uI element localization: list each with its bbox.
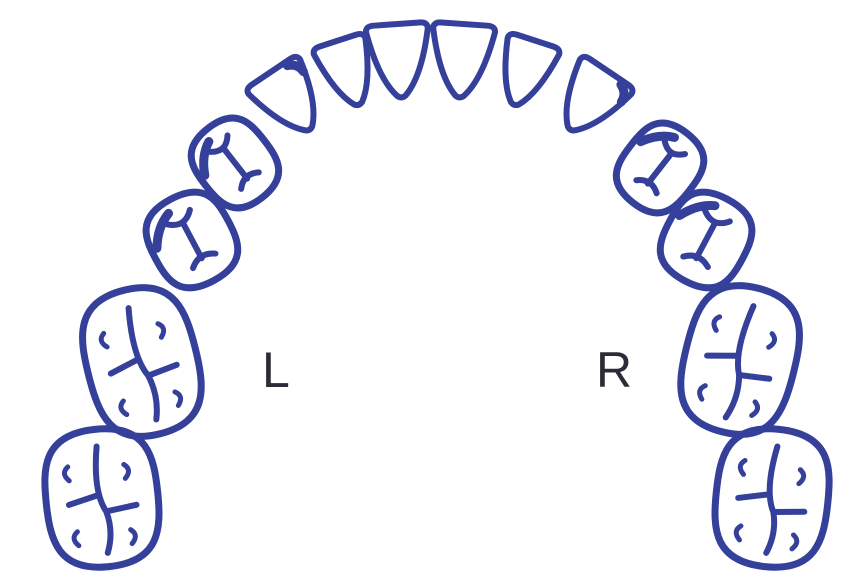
right-side-label: R <box>596 345 632 395</box>
right-lateral-incisor-tooth <box>489 32 561 113</box>
right-central-incisor-tooth <box>428 22 495 100</box>
right-first-premolar-fissure <box>635 139 687 195</box>
left-first-molar-fissure <box>97 300 189 427</box>
left-lateral-incisor-outline <box>312 32 384 113</box>
left-central-incisor-outline <box>366 22 433 100</box>
right-second-premolar-fissure <box>681 209 731 269</box>
right-lateral-incisor-outline <box>489 32 561 113</box>
right-second-molar-tooth <box>709 424 835 573</box>
left-second-premolar-fissure <box>166 209 216 269</box>
right-first-molar-fissure <box>694 298 786 425</box>
left-first-premolar-tooth <box>179 106 291 221</box>
right-canine-cusp-shading <box>613 85 629 102</box>
right-second-premolar-tooth <box>648 180 764 300</box>
left-central-incisor-tooth <box>366 22 433 100</box>
right-first-molar-tooth <box>669 275 812 445</box>
left-first-premolar-fissure <box>209 134 261 190</box>
right-central-incisor-outline <box>428 22 495 100</box>
left-side-label: L <box>262 345 290 395</box>
left-second-molar-tooth <box>39 424 165 573</box>
left-first-molar-tooth <box>71 277 214 447</box>
left-lateral-incisor-tooth <box>312 32 384 113</box>
left-second-premolar-tooth <box>134 180 250 300</box>
right-canine-tooth <box>544 54 634 146</box>
